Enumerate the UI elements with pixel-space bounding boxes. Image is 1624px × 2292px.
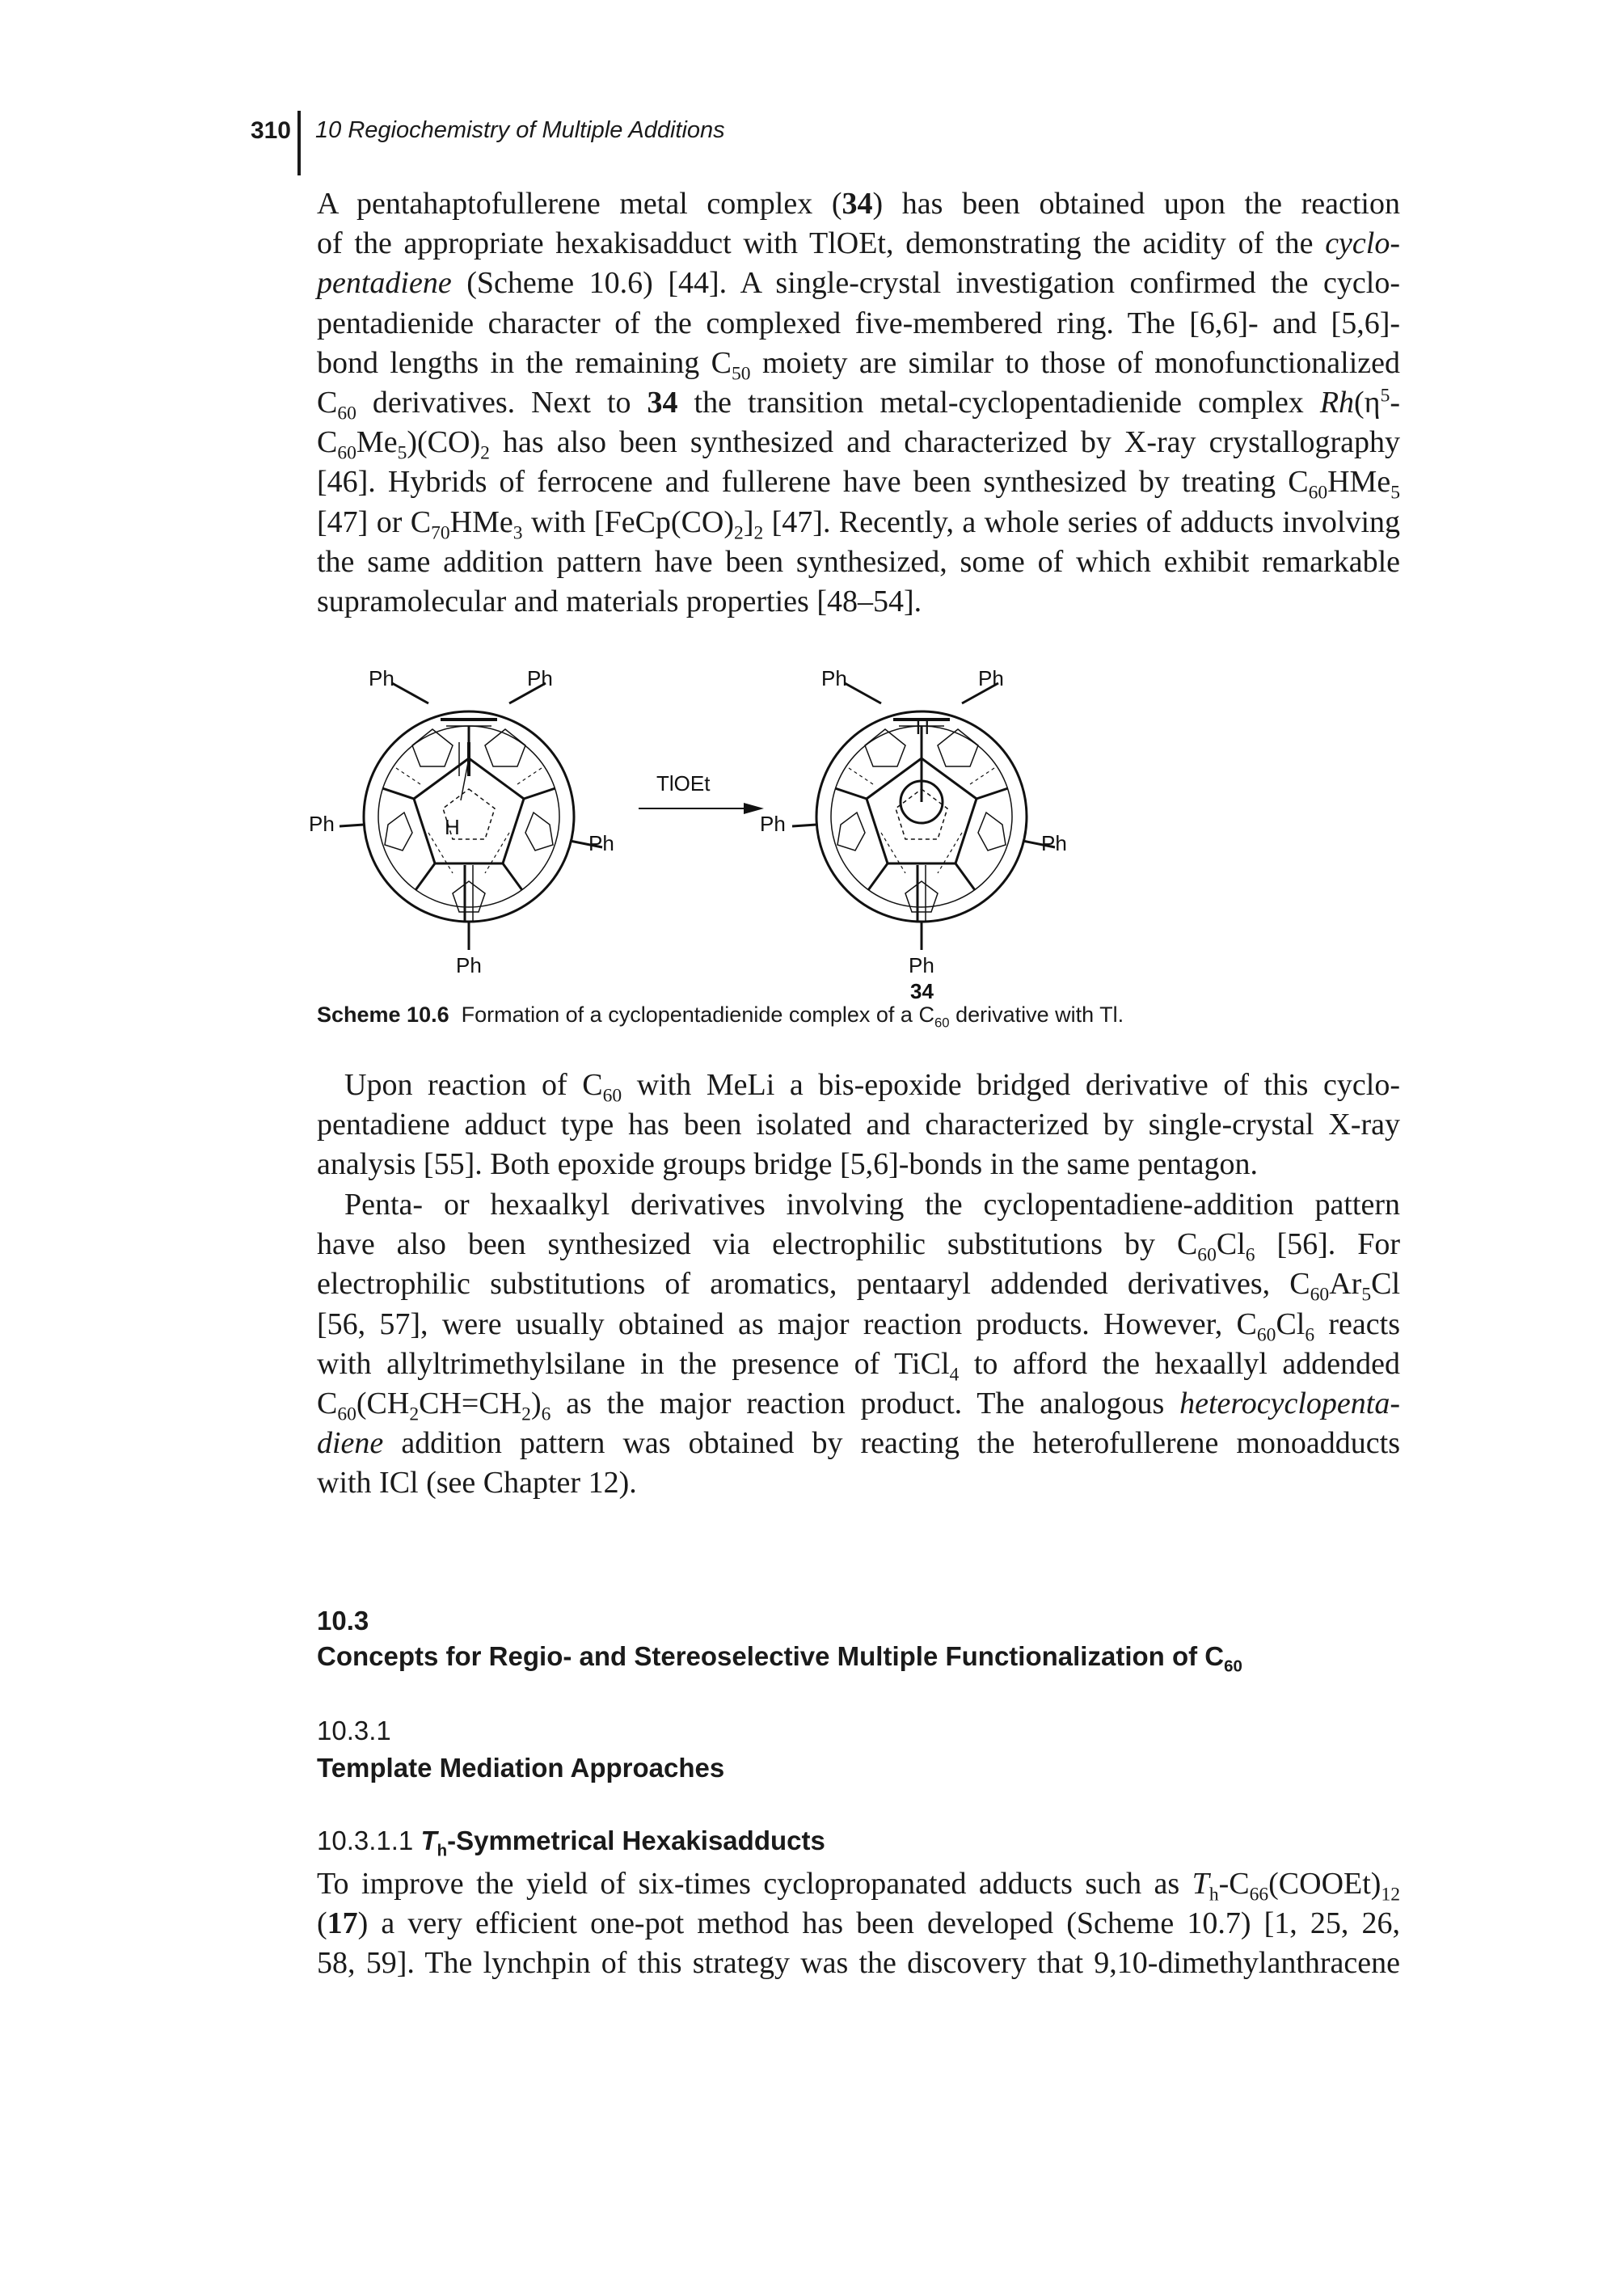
subsubsection-number: 10.3.1.1 (317, 1826, 414, 1855)
running-title: 10 Regiochemistry of Multiple Additions (315, 117, 725, 143)
compound-number: 34 (910, 979, 934, 1002)
reagent-label: TlOEt (656, 771, 711, 796)
page-number: 310 (250, 117, 291, 144)
right-ph-left: Ph (760, 812, 786, 836)
header-rule (297, 111, 301, 175)
subsubsection-heading: 10.3.1.1 Th-Symmetrical Hexakisadducts (317, 1826, 825, 1860)
right-ph-top-right: Ph (978, 666, 1004, 690)
paragraph-3: Penta- or hexaalkyl derivatives involvin… (317, 1188, 1400, 1501)
right-ph-top-left: Ph (821, 666, 847, 690)
left-ph-bottom: Ph (456, 953, 482, 977)
left-ph-top-right: Ph (527, 666, 553, 690)
thallium-complex-molecule (791, 682, 1056, 950)
paragraph-4: To improve the yield of six-times cyclop… (317, 1867, 1400, 1981)
left-ph-right: Ph (588, 831, 614, 855)
right-ph-bottom: Ph (909, 953, 934, 977)
subsection-title: Template Mediation Approaches (317, 1753, 725, 1783)
scheme-caption: Scheme 10.6 Formation of a cyclopentadie… (317, 1002, 1124, 1031)
right-ph-right: Ph (1041, 831, 1067, 855)
left-ph-left: Ph (309, 812, 335, 836)
hexakisadduct-molecule (339, 682, 603, 950)
paragraph-2: Upon reaction of C60 with MeLi a bis-epo… (317, 1068, 1400, 1182)
thallium-label: Tl (912, 715, 930, 739)
scheme-10-6-figure: Ph Ph Ph Ph Ph H TlOEt Ph Ph Ph Ph Ph Tl… (309, 666, 1067, 1002)
subsection-number: 10.3.1 (317, 1716, 391, 1745)
left-ph-top-left: Ph (369, 666, 394, 690)
paragraph-1: A pentahaptofullerene metal complex (34)… (317, 187, 1401, 619)
reaction-arrow (639, 803, 764, 814)
section-title: Concepts for Regio- and Stereoselective … (317, 1641, 1242, 1676)
section-number: 10.3 (317, 1606, 369, 1636)
left-h-label: H (445, 815, 460, 839)
